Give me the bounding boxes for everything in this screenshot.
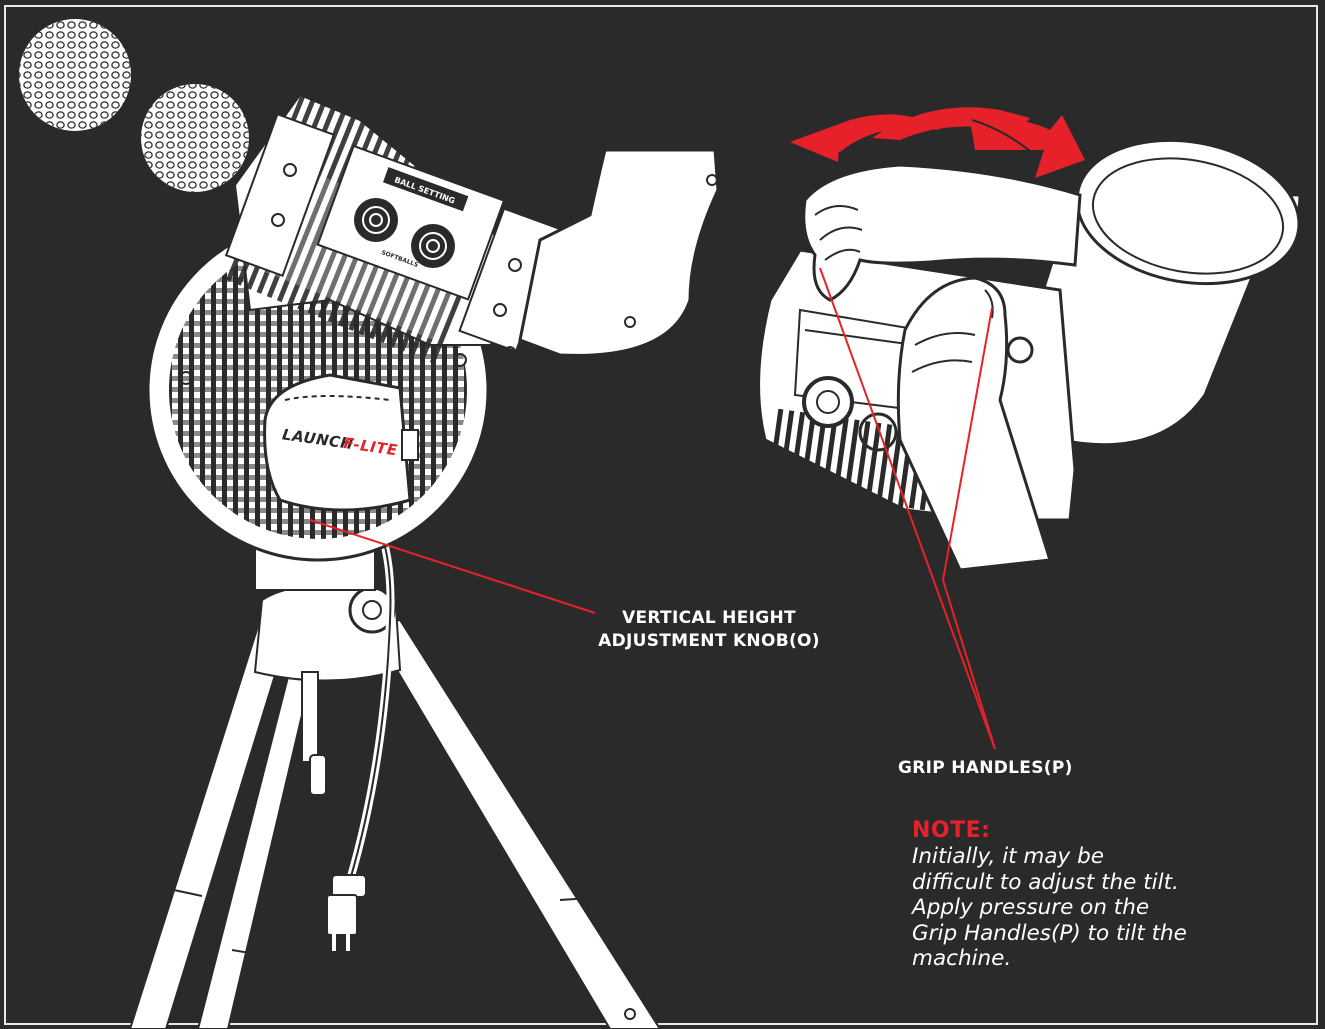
softball-icon-2 [141, 84, 249, 192]
side-rails [224, 112, 562, 353]
grip-handles-label: GRIP HANDLES(P) [898, 758, 1073, 778]
side-knob-icon [802, 376, 854, 428]
tripod-legs [128, 618, 662, 1029]
tilt-double-arrow-icon [790, 107, 1085, 178]
lower-hand [896, 276, 1052, 572]
ball-setting-knob-left-icon [354, 198, 398, 242]
ball-setting-knob-right-icon [411, 224, 455, 268]
power-plug-icon [326, 874, 367, 951]
feed-bucket [1038, 138, 1302, 447]
knob-callout-line [309, 519, 596, 614]
upper-hand [802, 163, 1082, 302]
outer-border [4, 5, 1318, 1025]
note-body: Initially, it may be difficult to adjust… [912, 844, 1187, 971]
grip-callout-lines [819, 267, 996, 750]
motor-cover: LAUNCH F-LITE [263, 373, 419, 512]
note-box: NOTE: Initially, it may be difficult to … [912, 818, 1292, 972]
softball-icon-1 [19, 19, 131, 131]
vertical-height-knob-label: VERTICAL HEIGHT ADJUSTMENT KNOB(O) [598, 608, 820, 651]
note-heading: NOTE: [912, 818, 991, 843]
ball-setting-panel: BALL SETTING SOFTBALLS [316, 144, 506, 301]
feed-chute [504, 148, 720, 358]
